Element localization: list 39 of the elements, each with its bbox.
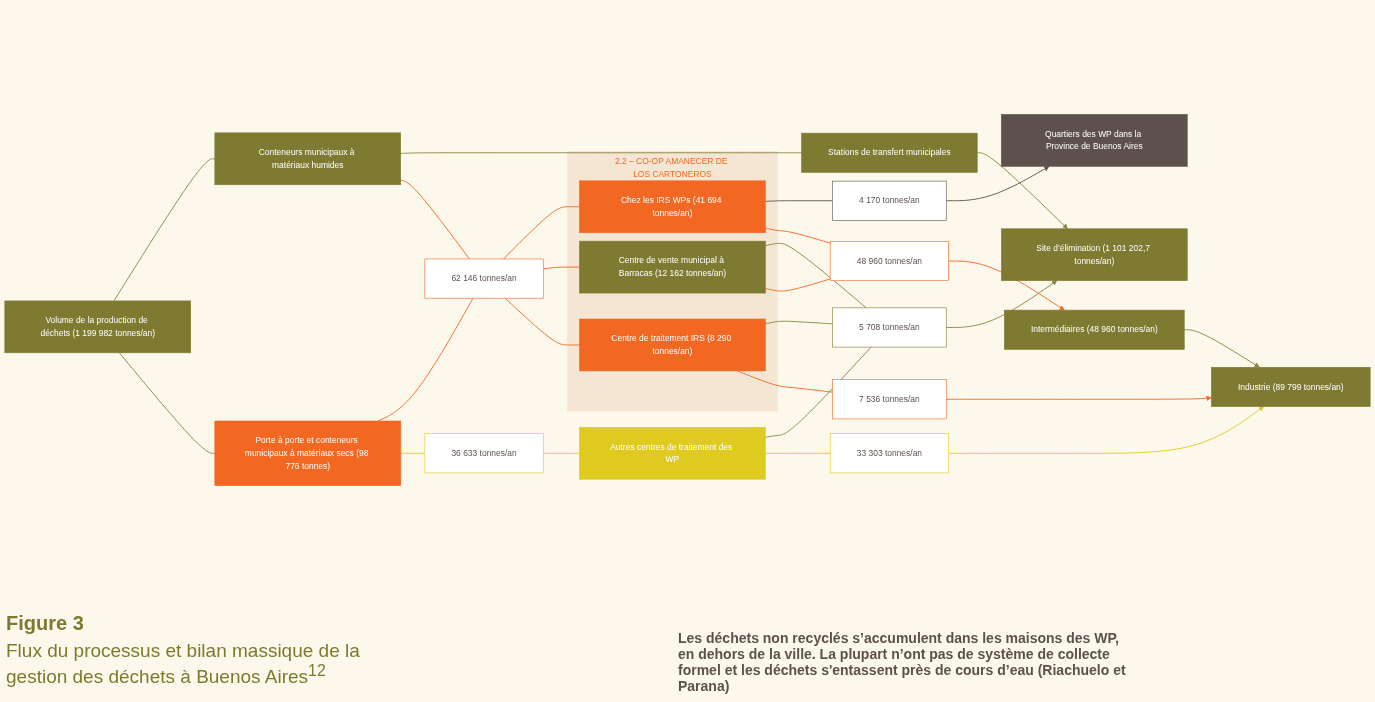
- connector: [503, 206, 580, 260]
- note-text: Les déchets non recyclés s’accumulent dans les maisons des WP, en dehors de la ville. La plupart n’ont pas de système de collecte formel et les déchets s'entassent près de cours d’eau (Riachuelo et Parana): [678, 630, 1127, 694]
- node-box: Stations de transfert municipales: [801, 132, 978, 173]
- connector: [764, 452, 831, 454]
- node-box: 33 303 tonnes/an: [829, 433, 949, 474]
- connector: [400, 179, 470, 260]
- node-box: Porte à porte et conteneurs municipaux à matériaux secs (98 776 tonnes): [214, 420, 401, 486]
- connector: [764, 346, 872, 438]
- connector: [504, 297, 580, 346]
- node-box: Intermédiaires (48 960 tonnes/an): [1004, 309, 1185, 350]
- connector: [400, 452, 426, 454]
- node-box: 36 633 tonnes/an: [424, 433, 544, 474]
- node-box: 48 960 tonnes/an: [829, 241, 949, 281]
- connector: [764, 278, 831, 292]
- node-box: Chez les IRS WPs (41 694 tonnes/an): [579, 180, 766, 233]
- connector: [542, 452, 580, 454]
- connector: [764, 200, 833, 202]
- connector: [118, 352, 216, 454]
- node-box: Conteneurs municipaux à matériaux humides: [214, 132, 401, 186]
- figure-title: Figure 3: [6, 612, 84, 635]
- connector: [764, 320, 833, 325]
- node-box: Quartiers des WP dans la Province de Buenos Aires: [1001, 114, 1188, 167]
- node-box: 62 146 tonnes/an: [424, 258, 544, 299]
- node-box: 7 536 tonnes/an: [832, 379, 947, 420]
- connector: [400, 152, 802, 154]
- connector: [764, 227, 831, 244]
- connector: [764, 242, 867, 309]
- node-box: Centre de vente municipal à Barracas (12 162 tonnes/an): [579, 240, 766, 294]
- node-box: Centre de traitement IRS (8 290 tonnes/an): [579, 318, 766, 372]
- node-box: Site d’élimination (1 101 202,7 tonnes/an): [1001, 228, 1188, 281]
- connector: [113, 158, 216, 302]
- node-box: 5 708 tonnes/an: [832, 307, 947, 348]
- node-box: Industrie (89 799 tonnes/an): [1211, 367, 1371, 407]
- node-box: Autres centres de traitement des WP: [579, 427, 766, 480]
- figure-caption: Flux du processus et bilan massique de la gestion des déchets à Buenos Aires$^{12}$: [6, 640, 361, 689]
- node-box: Volume de la production de déchets (1 199 982 tonnes/an): [4, 300, 191, 354]
- connector: [377, 297, 474, 422]
- connector: [542, 266, 580, 270]
- node-box: 4 170 tonnes/an: [832, 180, 947, 221]
